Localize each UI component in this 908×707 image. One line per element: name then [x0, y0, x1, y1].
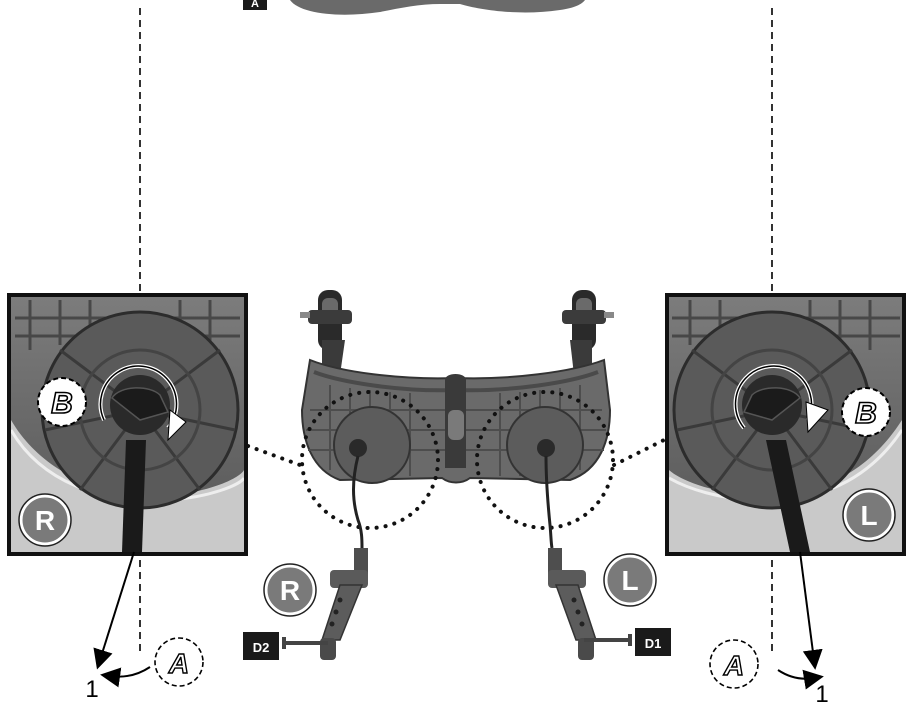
side-badge-r-text: R	[280, 575, 300, 606]
side-badge-r: R	[263, 563, 317, 617]
lever-part-right	[548, 548, 632, 660]
side-badge-l: L	[603, 553, 657, 607]
callout-a-left-text: A	[168, 648, 189, 679]
arrow-rotate-right	[777, 669, 824, 690]
panel-badge-l-text: L	[860, 500, 877, 531]
wheel-left	[300, 290, 352, 375]
part-label-d2-text: D2	[253, 640, 270, 655]
panel-badge-r: R	[18, 493, 72, 547]
step-number-right: 1	[815, 681, 828, 707]
callout-b-right: B	[841, 387, 891, 437]
callout-a-right-text: A	[723, 650, 744, 681]
callout-b-left: B	[37, 377, 87, 427]
part-label-d1-text: D1	[645, 636, 662, 651]
connector-dots-left	[246, 444, 302, 467]
connector-dots-right	[612, 438, 666, 467]
panel-badge-l: L	[842, 488, 896, 542]
step-number-left: 1	[85, 676, 98, 703]
right-detail-panel	[665, 293, 906, 556]
side-badge-l-text: L	[621, 565, 638, 596]
callout-b-left-text: B	[51, 387, 73, 420]
dotted-highlight-left	[300, 390, 440, 530]
lever-part-left	[282, 548, 368, 660]
top-badge-box	[243, 0, 267, 10]
callout-b-right-text: B	[855, 397, 877, 430]
top-partial-part: A	[243, 0, 585, 15]
panel-badge-r-text: R	[35, 505, 55, 536]
arrow-rotate-left	[100, 666, 151, 688]
part-label-d1: D1	[635, 628, 671, 656]
top-badge-text: A	[251, 0, 259, 10]
arrow-pull-right	[799, 551, 823, 670]
dotted-highlight-right	[475, 390, 615, 530]
callout-a-right: A	[709, 639, 759, 689]
callout-a-left: A	[154, 637, 204, 687]
part-label-d2: D2	[243, 632, 279, 660]
center-board	[300, 290, 615, 549]
wheel-right	[562, 290, 614, 375]
arrow-pull-left	[93, 551, 135, 670]
